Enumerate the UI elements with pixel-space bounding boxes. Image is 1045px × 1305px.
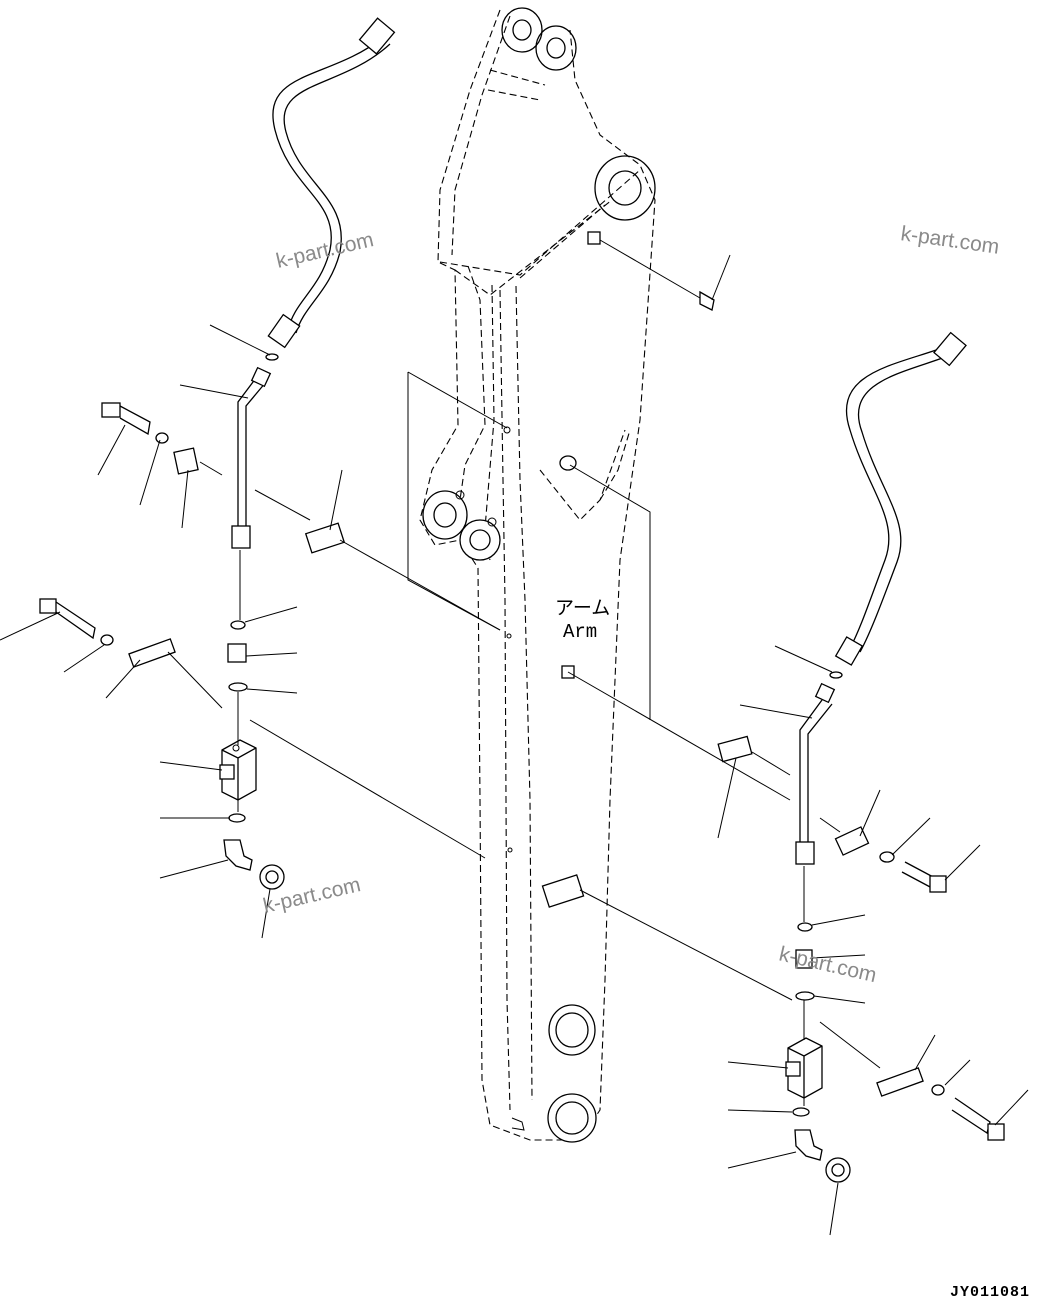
left-upper-hose <box>272 37 383 331</box>
arm-label-jp: アーム <box>555 598 610 620</box>
right-assembly <box>717 331 1005 1183</box>
drawing-code: JY011081 <box>950 1284 1030 1301</box>
left-tube <box>237 377 257 530</box>
right-block <box>787 1037 823 1099</box>
watermark-4: k-part.com <box>777 942 879 987</box>
leader-lines <box>0 239 1029 1236</box>
right-upper-hose <box>845 344 951 649</box>
arm-body <box>419 7 656 1143</box>
right-tube <box>799 699 823 845</box>
left-assembly <box>39 17 396 890</box>
left-block <box>221 739 257 801</box>
arm-label-en: Arm <box>563 621 597 643</box>
watermark-2: k-part.com <box>899 222 1000 259</box>
